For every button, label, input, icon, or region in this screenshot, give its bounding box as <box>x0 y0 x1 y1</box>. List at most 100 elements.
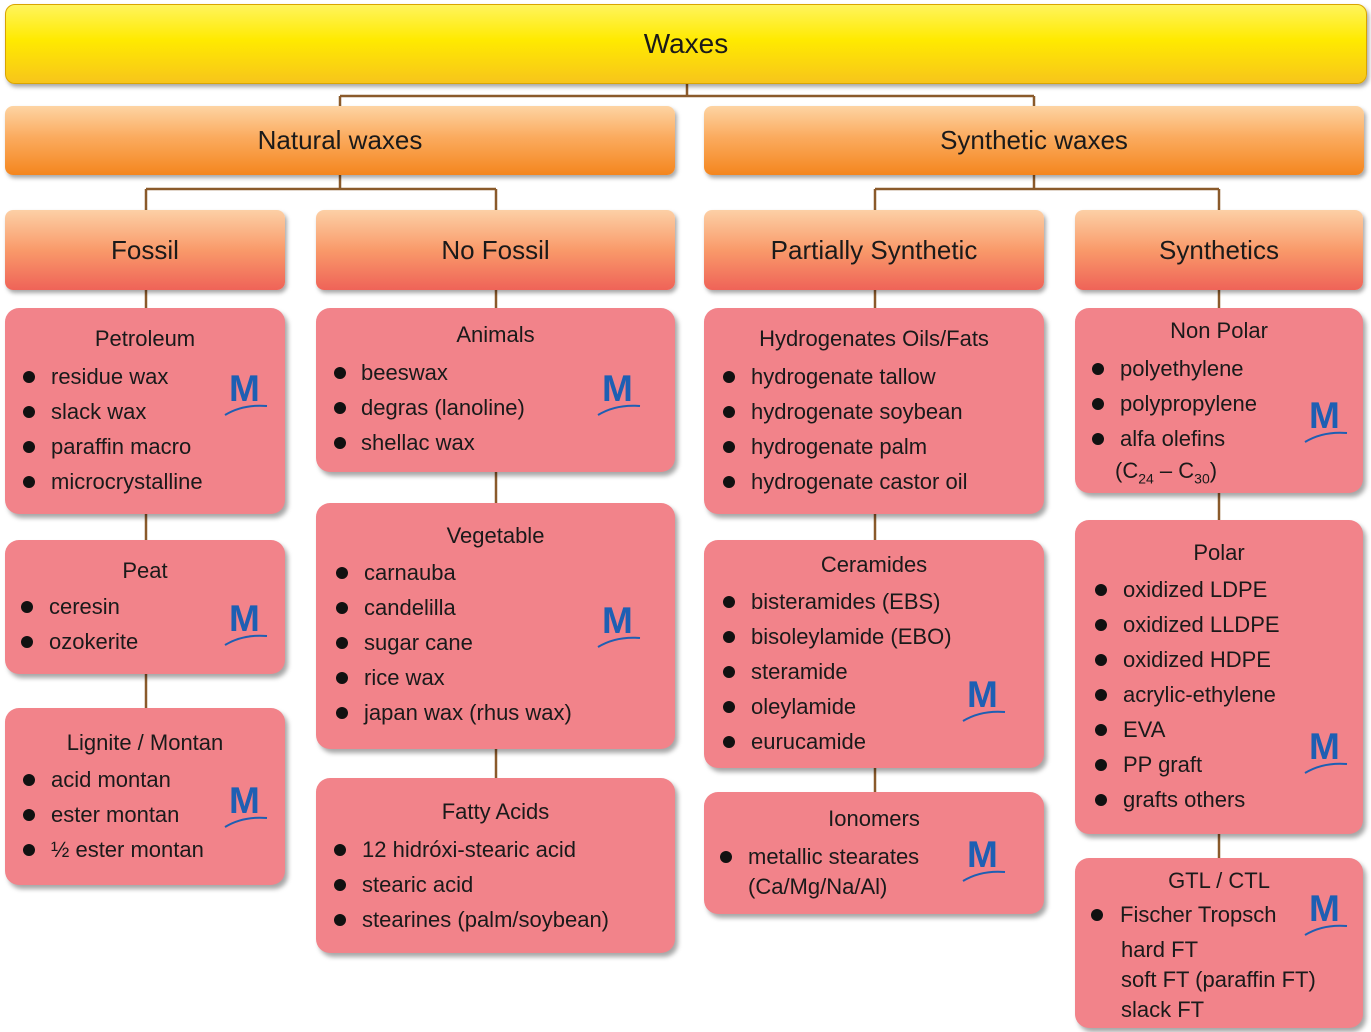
card-title: Polar <box>1193 540 1245 565</box>
list-item: PP graft <box>1123 752 1203 777</box>
list-item: acrylic-ethylene <box>1123 682 1276 707</box>
card-title: Animals <box>456 322 535 347</box>
bullet-icon <box>23 371 35 383</box>
list-item: hydrogenate castor oil <box>751 469 968 494</box>
list-item: ozokerite <box>49 629 139 654</box>
list-item: slack wax <box>51 399 147 424</box>
formula-dash: – C <box>1153 458 1195 483</box>
card-lignite-montan: Lignite / Montan acid montan ester monta… <box>5 708 285 885</box>
bullet-icon <box>334 437 346 449</box>
m-logo-letter: M <box>1309 726 1340 767</box>
list-item: eurucamide <box>751 729 866 754</box>
card-title: Ionomers <box>828 806 920 831</box>
bullet-icon <box>1095 794 1107 806</box>
list-item: residue wax <box>51 364 169 389</box>
bullet-icon <box>23 844 35 856</box>
bullet-icon <box>1095 724 1107 736</box>
bullet-icon <box>723 666 735 678</box>
list-item: rice wax <box>364 665 445 690</box>
list-item: polyethylene <box>1120 356 1244 381</box>
partially-synthetic-label: Partially Synthetic <box>770 234 978 265</box>
m-logo-letter: M <box>229 780 260 821</box>
bullet-icon <box>334 914 346 926</box>
bullet-icon <box>336 707 348 719</box>
bullet-icon <box>23 406 35 418</box>
card-peat: Peat ceresin ozokerite M <box>5 540 285 674</box>
bullet-icon <box>334 879 346 891</box>
bullet-icon <box>723 406 735 418</box>
list-item: oxidized LDPE <box>1123 577 1268 602</box>
bullet-icon <box>723 701 735 713</box>
list-item: hydrogenate soybean <box>751 399 963 424</box>
bullet-icon <box>336 567 348 579</box>
bullet-icon <box>336 637 348 649</box>
bullet-icon <box>1095 689 1107 701</box>
bullet-icon <box>23 809 35 821</box>
list-item: degras (lanoline) <box>361 395 525 420</box>
m-logo-icon: M <box>961 676 1007 724</box>
bullet-icon <box>334 367 346 379</box>
list-item: beeswax <box>361 360 448 385</box>
list-item: carnauba <box>364 560 456 585</box>
bullet-icon <box>1091 909 1103 921</box>
card-title: Fatty Acids <box>441 799 550 824</box>
list-item: ester montan <box>51 802 180 827</box>
bullet-icon <box>723 736 735 748</box>
list-item: candelilla <box>364 595 456 620</box>
list-item: sugar cane <box>364 630 473 655</box>
list-item: paraffin macro <box>51 434 192 459</box>
m-logo-icon: M <box>961 836 1007 884</box>
m-logo-icon: M <box>223 600 269 648</box>
list-subitem: soft FT (paraffin FT) <box>1121 967 1316 992</box>
node-no-fossil: No Fossil <box>316 210 675 290</box>
natural-waxes-label: Natural waxes <box>257 125 423 155</box>
card-gtl-ctl: GTL / CTL Fischer Tropsch hard FT soft F… <box>1075 858 1363 1028</box>
card-vegetable: Vegetable carnauba candelilla sugar cane… <box>316 503 675 749</box>
list-item: polypropylene <box>1120 391 1257 416</box>
m-logo-letter: M <box>967 834 998 875</box>
m-logo-icon: M <box>223 370 269 418</box>
bullet-icon <box>723 441 735 453</box>
node-partially-synthetic: Partially Synthetic <box>704 210 1044 290</box>
m-logo-icon: M <box>596 370 642 418</box>
card-animals: Animals beeswax degras (lanoline) shella… <box>316 308 675 472</box>
list-item: oleylamide <box>751 694 857 719</box>
card-petroleum: Petroleum residue wax slack wax paraffin… <box>5 308 285 514</box>
card-title: Ceramides <box>820 552 928 577</box>
m-logo-icon: M <box>1303 728 1349 776</box>
list-item: grafts others <box>1123 787 1246 812</box>
m-logo-letter: M <box>602 368 633 409</box>
bullet-icon <box>21 636 33 648</box>
list-item: 12 hidróxi-stearic acid <box>362 837 576 862</box>
list-item: hydrogenate tallow <box>751 364 936 389</box>
bullet-icon <box>1095 654 1107 666</box>
bullet-icon <box>720 851 732 863</box>
m-logo-icon: M <box>223 782 269 830</box>
card-ceramides: Ceramides bisteramides (EBS) bisoleylami… <box>704 540 1044 768</box>
list-item: ceresin <box>49 594 120 619</box>
list-item: hydrogenate palm <box>751 434 928 459</box>
formula-sub-30: 30 <box>1194 470 1210 487</box>
root-label: Waxes <box>643 28 729 59</box>
list-item: stearic acid <box>362 872 474 897</box>
bullet-icon <box>1095 619 1107 631</box>
m-logo-letter: M <box>602 600 633 641</box>
list-item: japan wax (rhus wax) <box>364 700 572 725</box>
card-hydrogenates: Hydrogenates Oils/Fats hydrogenate tallo… <box>704 308 1044 514</box>
m-logo-letter: M <box>967 674 998 715</box>
card-title: Vegetable <box>446 523 545 548</box>
m-logo-letter: M <box>1309 888 1340 929</box>
list-item: ½ ester montan <box>51 837 204 862</box>
node-fossil: Fossil <box>5 210 285 290</box>
synthetics-label: Synthetics <box>1159 234 1279 265</box>
card-title: Lignite / Montan <box>66 730 224 755</box>
m-logo-letter: M <box>1309 395 1340 436</box>
list-item: (Ca/Mg/Na/Al) <box>748 874 888 899</box>
no-fossil-label: No Fossil <box>441 234 550 265</box>
m-logo-letter: M <box>229 598 260 639</box>
formula-sub-24: 24 <box>1138 470 1154 487</box>
list-item: EVA <box>1123 717 1166 742</box>
bullet-icon <box>723 596 735 608</box>
m-logo-icon: M <box>1303 397 1349 445</box>
